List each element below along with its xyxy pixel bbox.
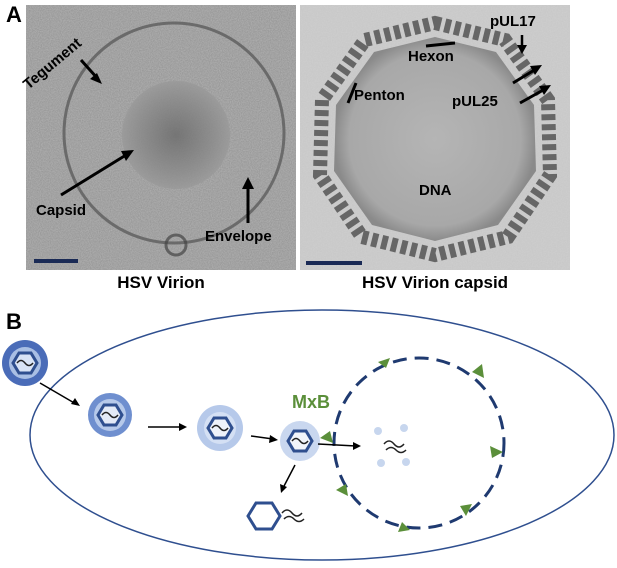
envelope-label: Envelope — [205, 228, 272, 245]
nucleus-envelope — [332, 356, 506, 530]
capsid-shell — [312, 15, 558, 263]
capsid-at-pore — [280, 421, 320, 461]
hsv-virion-caption: HSV Virion — [117, 273, 205, 292]
capsid-particle — [122, 81, 230, 189]
hsv-capsid-caption: HSV Virion capsid — [361, 273, 509, 292]
virion-micrograph-svg — [26, 5, 296, 270]
virion-outside — [2, 340, 48, 386]
hexon-label: Hexon — [408, 48, 454, 65]
panel-a-letter: A — [6, 2, 22, 27]
pul17-label: pUL17 — [490, 13, 536, 30]
nuclear-dna — [374, 424, 410, 467]
mxb-label: MxB — [292, 392, 330, 412]
mxb-proteins — [320, 358, 503, 532]
virion-endosome — [88, 393, 132, 437]
infection-schematic: MxB — [2, 309, 615, 561]
virion-cytoplasm — [197, 405, 243, 451]
empty-capsid — [246, 501, 305, 531]
pul25-label: pUL25 — [452, 93, 498, 110]
dna-label: DNA — [419, 182, 452, 199]
hsv-virion-micrograph — [26, 5, 296, 270]
capsid-micrograph-svg — [300, 5, 570, 270]
envelope-membrane — [62, 21, 286, 245]
hsv-capsid-micrograph — [300, 5, 570, 270]
penton-label: Penton — [354, 87, 405, 104]
panel-b-letter: B — [6, 309, 22, 334]
capsid-label: Capsid — [36, 202, 87, 219]
